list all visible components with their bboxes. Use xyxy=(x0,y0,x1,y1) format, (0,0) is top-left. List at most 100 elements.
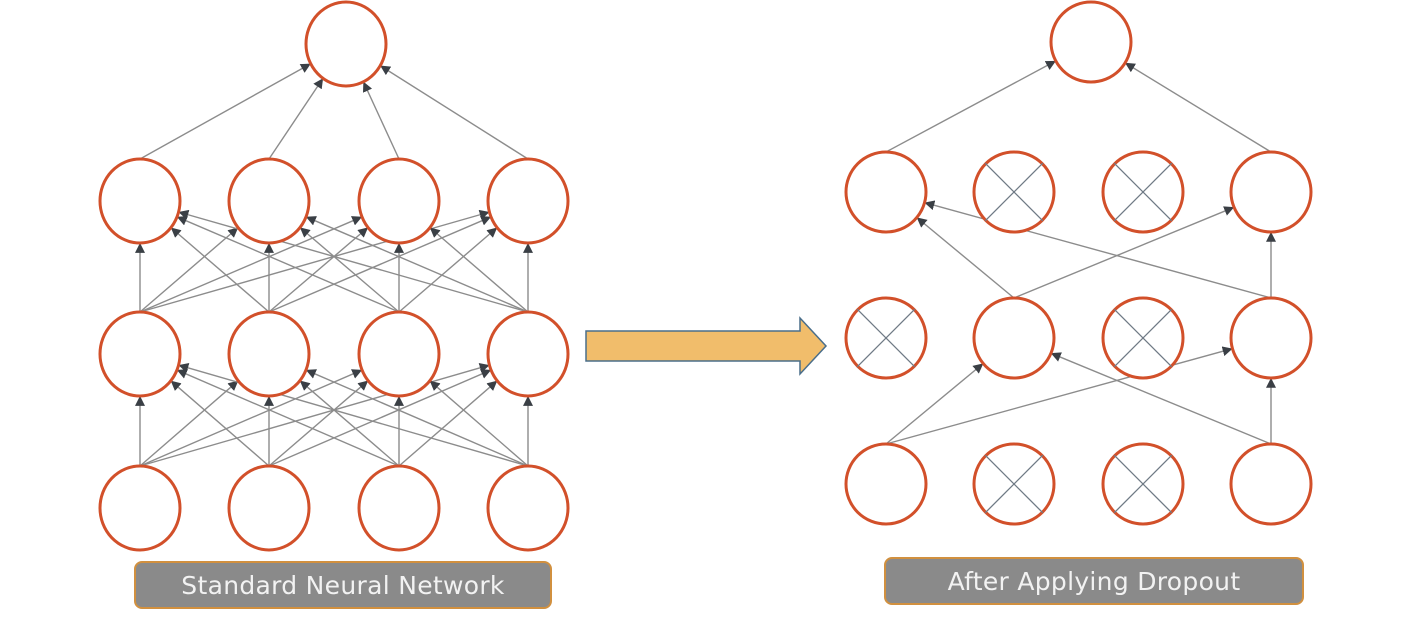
neuron-circle xyxy=(98,157,182,245)
connection-edge xyxy=(299,380,400,467)
layer-hidden-2 xyxy=(844,150,1313,234)
neuron xyxy=(1049,0,1133,84)
cross-icon xyxy=(984,162,1044,222)
connection-edge xyxy=(398,227,498,313)
connection-edge xyxy=(268,369,492,467)
neuron xyxy=(844,442,928,526)
standard-network xyxy=(98,0,570,552)
connections xyxy=(885,60,1276,445)
layer-output xyxy=(304,0,388,88)
connection-edge xyxy=(885,346,1233,445)
neuron-circle xyxy=(486,157,570,245)
connection-edge xyxy=(176,369,400,467)
connection-edge xyxy=(139,209,490,313)
neuron-circle xyxy=(1229,150,1313,234)
connection-edge xyxy=(1124,62,1272,153)
layer-input xyxy=(98,464,570,552)
neuron-circle xyxy=(304,0,388,88)
neuron-circle xyxy=(844,442,928,526)
neuron-circle xyxy=(227,310,311,398)
connection-edge xyxy=(299,227,400,313)
neuron xyxy=(972,296,1056,380)
connection-edge xyxy=(268,216,492,313)
layer-output xyxy=(1049,0,1133,84)
transition-arrow xyxy=(585,316,828,376)
connection-edge xyxy=(170,227,270,313)
connection-edge xyxy=(429,227,529,313)
neuron-circle xyxy=(227,157,311,245)
neuron-circle xyxy=(1229,442,1313,526)
dropout-network-label: After Applying Dropout xyxy=(884,557,1304,605)
neuron-circle xyxy=(357,464,441,552)
connection-edge xyxy=(916,217,1015,299)
neuron xyxy=(1229,442,1313,526)
connection-edge xyxy=(178,363,529,467)
standard-network-label: Standard Neural Network xyxy=(134,561,552,609)
connection-edge xyxy=(139,363,490,467)
connection-edge xyxy=(885,363,984,445)
neuron xyxy=(357,464,441,552)
neuron-circle xyxy=(227,464,311,552)
dropped-neuron xyxy=(1101,442,1185,526)
dropped-neuron xyxy=(972,150,1056,234)
layer-hidden-2 xyxy=(98,157,570,245)
connection-edge xyxy=(305,216,529,313)
connection-edge xyxy=(139,63,311,160)
layer-input xyxy=(844,442,1313,526)
connection-edge xyxy=(885,60,1056,153)
dropped-neuron xyxy=(1101,150,1185,234)
connection-edge xyxy=(170,380,270,467)
connection-edge xyxy=(398,380,498,467)
connection-edge xyxy=(362,81,400,160)
connection-edge xyxy=(268,78,324,160)
neuron-circle xyxy=(1049,0,1133,84)
neuron xyxy=(227,310,311,398)
cross-icon xyxy=(1113,454,1173,514)
neuron xyxy=(227,464,311,552)
neuron-circle xyxy=(357,157,441,245)
neuron xyxy=(98,157,182,245)
neuron xyxy=(486,157,570,245)
neuron-circle xyxy=(98,464,182,552)
neuron-circle xyxy=(486,464,570,552)
neuron xyxy=(98,464,182,552)
connection-edge xyxy=(139,380,239,467)
neuron xyxy=(357,157,441,245)
neuron-circle xyxy=(844,150,928,234)
connection-edge xyxy=(305,369,529,467)
neuron-circle xyxy=(357,310,441,398)
connection-edge xyxy=(924,200,1272,299)
neuron xyxy=(227,157,311,245)
neuron xyxy=(357,310,441,398)
neuron xyxy=(1229,296,1313,380)
connections xyxy=(135,63,533,467)
neuron-circle xyxy=(486,310,570,398)
cross-icon xyxy=(856,308,916,368)
neuron-circle xyxy=(1229,296,1313,380)
connection-edge xyxy=(429,380,529,467)
connection-edge xyxy=(139,369,363,467)
cross-icon xyxy=(1113,308,1173,368)
neuron-circle xyxy=(98,310,182,398)
cross-icon xyxy=(1113,162,1173,222)
connection-edge xyxy=(139,227,239,313)
connection-edge xyxy=(268,227,369,313)
neuron xyxy=(98,310,182,398)
connection-edge xyxy=(176,216,400,313)
layer-hidden-1 xyxy=(98,310,570,398)
neuron xyxy=(486,464,570,552)
neuron xyxy=(304,0,388,88)
neuron xyxy=(486,310,570,398)
dropped-neuron xyxy=(972,442,1056,526)
neuron xyxy=(844,150,928,234)
dropped-neuron xyxy=(844,296,928,380)
connection-edge xyxy=(178,209,529,313)
connection-edge xyxy=(380,65,529,160)
dropout-network xyxy=(844,0,1313,526)
connection-edge xyxy=(1050,352,1272,445)
cross-icon xyxy=(984,454,1044,514)
layer-hidden-1 xyxy=(844,296,1313,380)
dropped-neuron xyxy=(1101,296,1185,380)
connection-edge xyxy=(1013,206,1235,299)
